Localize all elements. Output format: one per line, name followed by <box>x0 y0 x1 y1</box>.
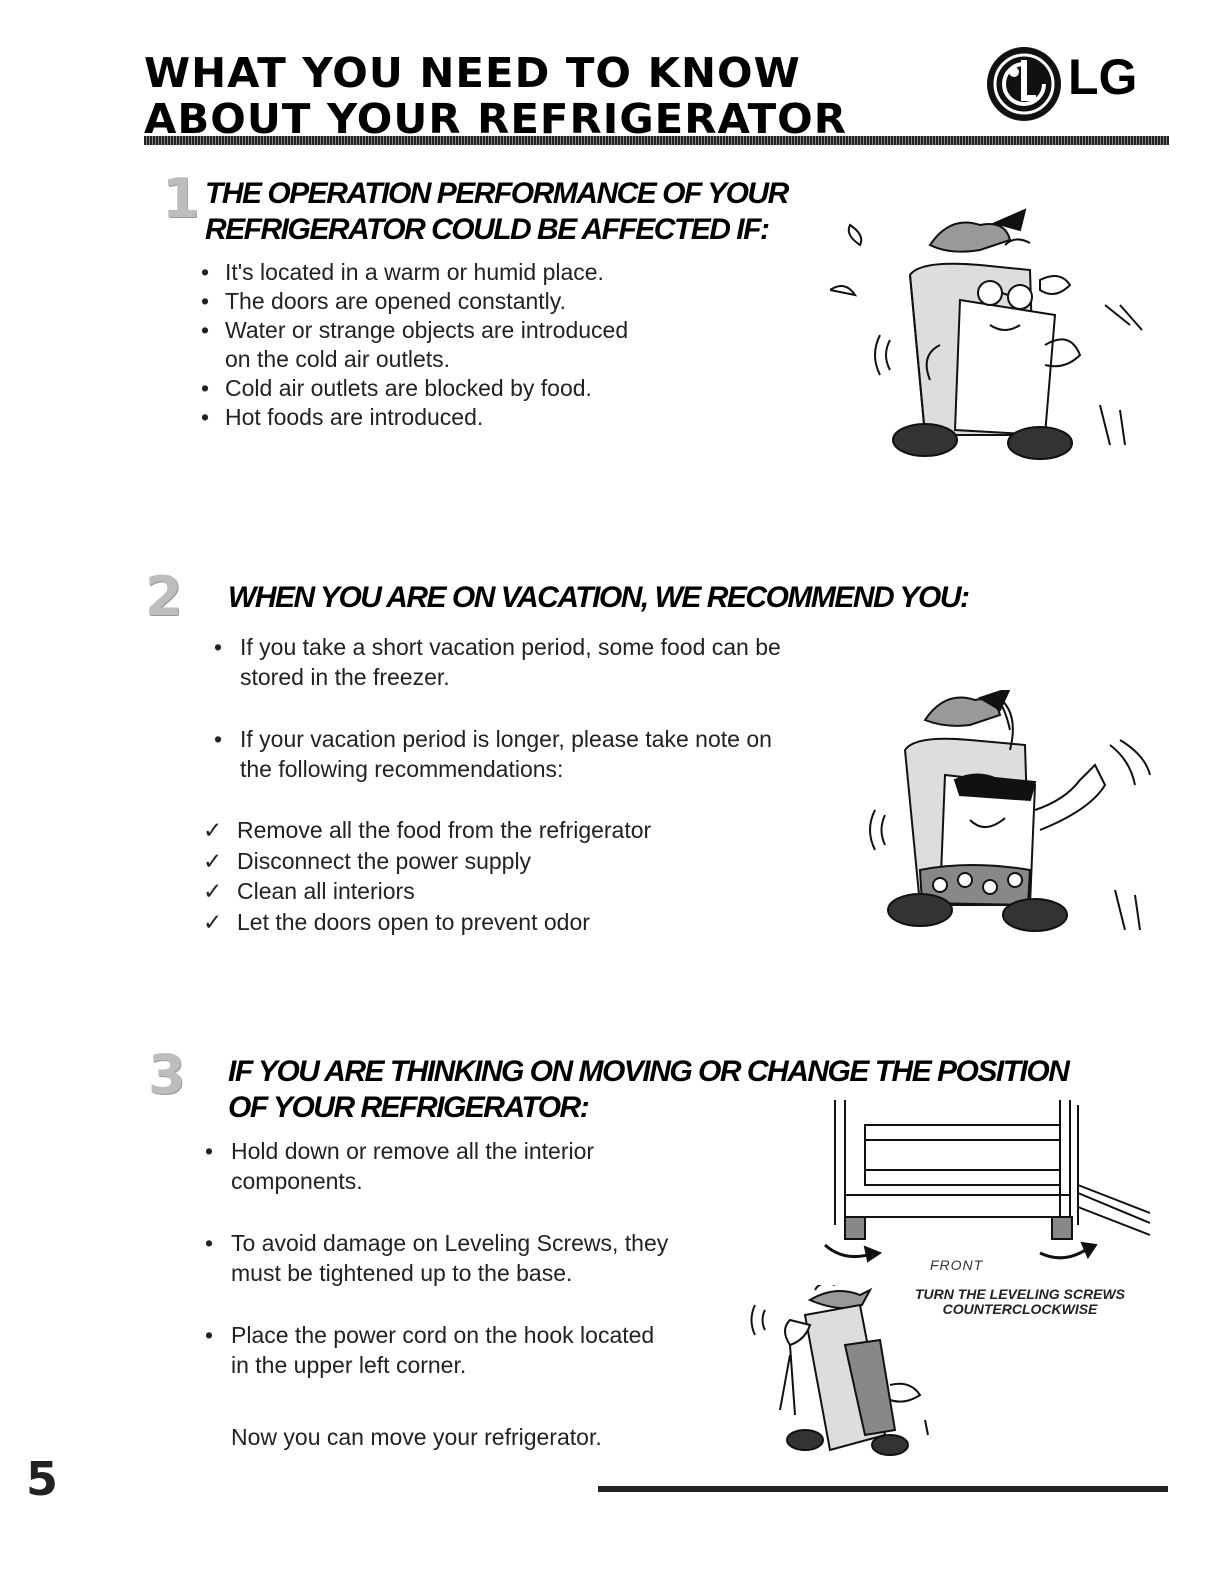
section-1-heading-line1: THE OPERATION PERFORMANCE OF YOUR <box>205 177 789 210</box>
vacation-fridge-mascot-illustration <box>869 690 1151 932</box>
list-item: •The doors are opened constantly. <box>201 288 566 314</box>
page-title-line2: ABOUT YOUR REFRIGERATOR <box>144 95 847 143</box>
list-item: •Cold air outlets are blocked by food. <box>201 375 592 401</box>
lg-logo: LG <box>984 42 1174 132</box>
list-item: ✓Let the doors open to prevent odor <box>203 907 763 938</box>
section-2-paragraph-2: • If your vacation period is longer, ple… <box>214 726 772 782</box>
diagram-front-label: FRONT <box>930 1257 984 1273</box>
section-3-paragraph-2: • To avoid damage on Leveling Screws, th… <box>205 1230 669 1286</box>
check-icon: ✓ <box>203 908 223 935</box>
list-item: ✓Disconnect the power supply <box>203 846 763 877</box>
page-number: 5 <box>26 1452 59 1506</box>
list-item-continuation: on the cold air outlets. <box>225 346 451 372</box>
moving-fridge-mascot-illustration <box>750 1285 929 1456</box>
section-3-heading: IF YOU ARE THINKING ON MOVING OR CHANGE … <box>228 1054 1070 1126</box>
section-1-list: •It's located in a warm or humid place. … <box>201 258 721 432</box>
check-icon: ✓ <box>203 817 223 843</box>
page-title-line1: WHAT YOU NEED TO KNOW <box>144 49 801 97</box>
header-rule <box>144 136 1169 145</box>
section-3-heading-line1: IF YOU ARE THINKING ON MOVING OR CHANGE … <box>228 1055 1070 1088</box>
section-3-heading-line2: OF YOUR REFRIGERATOR: <box>228 1091 590 1124</box>
page-title: WHAT YOU NEED TO KNOW ABOUT YOUR REFRIGE… <box>144 50 847 142</box>
section-number-2: 2 <box>145 565 183 628</box>
list-item: ✓Remove all the food from the refrigerat… <box>203 815 763 846</box>
section-2-heading: WHEN YOU ARE ON VACATION, WE RECOMMEND Y… <box>228 581 970 614</box>
section-1-heading-line2: REFRIGERATOR COULD BE AFFECTED IF: <box>205 213 770 246</box>
section-3-paragraph-3: • Place the power cord on the hook locat… <box>205 1322 655 1378</box>
section-number-3: 3 <box>148 1043 186 1106</box>
brand-name: LG <box>1068 49 1138 105</box>
section-2-paragraph-1: • If you take a short vacation period, s… <box>214 634 781 690</box>
footer-rule <box>598 1486 1168 1492</box>
check-icon: ✓ <box>203 847 223 874</box>
list-item: ✓Clean all interiors <box>203 876 763 907</box>
lg-face-icon <box>987 47 1061 121</box>
section-number-1: 1 <box>162 167 200 230</box>
leveling-screws-diagram <box>823 1100 1151 1263</box>
section-1-heading: THE OPERATION PERFORMANCE OF YOUR REFRIG… <box>205 176 789 248</box>
list-item: •It's located in a warm or humid place. <box>201 259 604 285</box>
section-3-closing: Now you can move your refrigerator. <box>231 1424 602 1450</box>
list-item: •Hot foods are introduced. <box>201 404 484 430</box>
hot-fridge-mascot-illustration <box>830 208 1143 460</box>
list-item: •Water or strange objects are introduced <box>201 317 629 343</box>
section-2-checklist: ✓Remove all the food from the refrigerat… <box>203 815 763 937</box>
section-3-paragraph-1: • Hold down or remove all the interior c… <box>205 1138 595 1194</box>
diagram-caption: TURN THE LEVELING SCREWS COUNTERCLOCKWIS… <box>914 1286 1125 1317</box>
check-icon: ✓ <box>203 878 223 904</box>
